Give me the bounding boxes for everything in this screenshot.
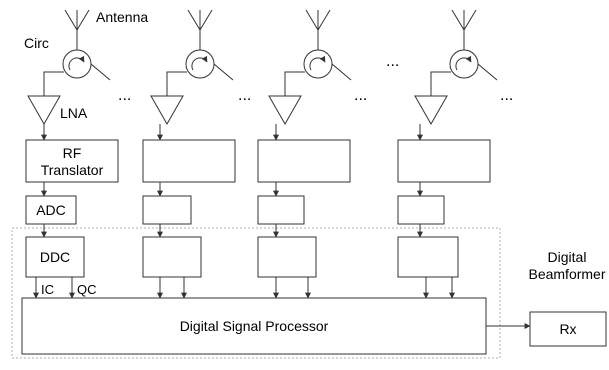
adc-block [142, 195, 192, 225]
channel-1 [25, 9, 119, 299]
antenna-label: Antenna [96, 9, 148, 25]
ellipsis: ... [354, 87, 367, 104]
rx-label: Rx [559, 321, 576, 337]
ddc-block [397, 236, 459, 278]
circ-label: Circ [24, 35, 49, 51]
rf-translator-block [257, 139, 351, 183]
lna-icon [268, 95, 302, 126]
rf-translator-block [142, 139, 236, 183]
rx-block [529, 311, 607, 347]
ddc-block [25, 236, 85, 278]
adc-block [25, 195, 77, 225]
ellipsis: ... [118, 87, 131, 104]
lna-icon [414, 95, 448, 126]
digital-beamformer-label-line1: Digital [548, 249, 587, 265]
dsp-block [21, 297, 487, 355]
rf-translator-label-line1: RF [63, 145, 82, 161]
lna-icon [150, 95, 184, 126]
ellipsis: ... [500, 87, 513, 104]
digital-beamformer-label-line2: Beamformer [528, 266, 605, 282]
ddc-block [257, 236, 317, 278]
lna-label: LNA [60, 105, 88, 121]
adc-label: ADC [36, 202, 66, 218]
channel-3 [257, 9, 352, 299]
rf-translator-block [25, 139, 119, 183]
dsp-label: Digital Signal Processor [180, 318, 329, 334]
channel-2 [142, 9, 236, 299]
circulator-icon [284, 49, 352, 96]
circulator-icon [430, 49, 498, 96]
qc-label: QC [77, 282, 97, 297]
circulator-icon [43, 49, 111, 96]
adc-block [257, 195, 305, 225]
circulator-icon [166, 49, 234, 96]
rf-translator-label-line2: Translator [41, 162, 104, 178]
lna-icon [27, 95, 61, 126]
rf-translator-block [397, 139, 491, 183]
ic-label: IC [41, 282, 54, 297]
ellipsis: ... [386, 53, 399, 70]
ddc-block [142, 236, 202, 278]
ellipsis: ... [238, 87, 251, 104]
ddc-label: DDC [40, 249, 70, 265]
channel-4 [397, 9, 498, 299]
adc-block [397, 195, 445, 225]
digital-beamformer-region [11, 227, 501, 359]
